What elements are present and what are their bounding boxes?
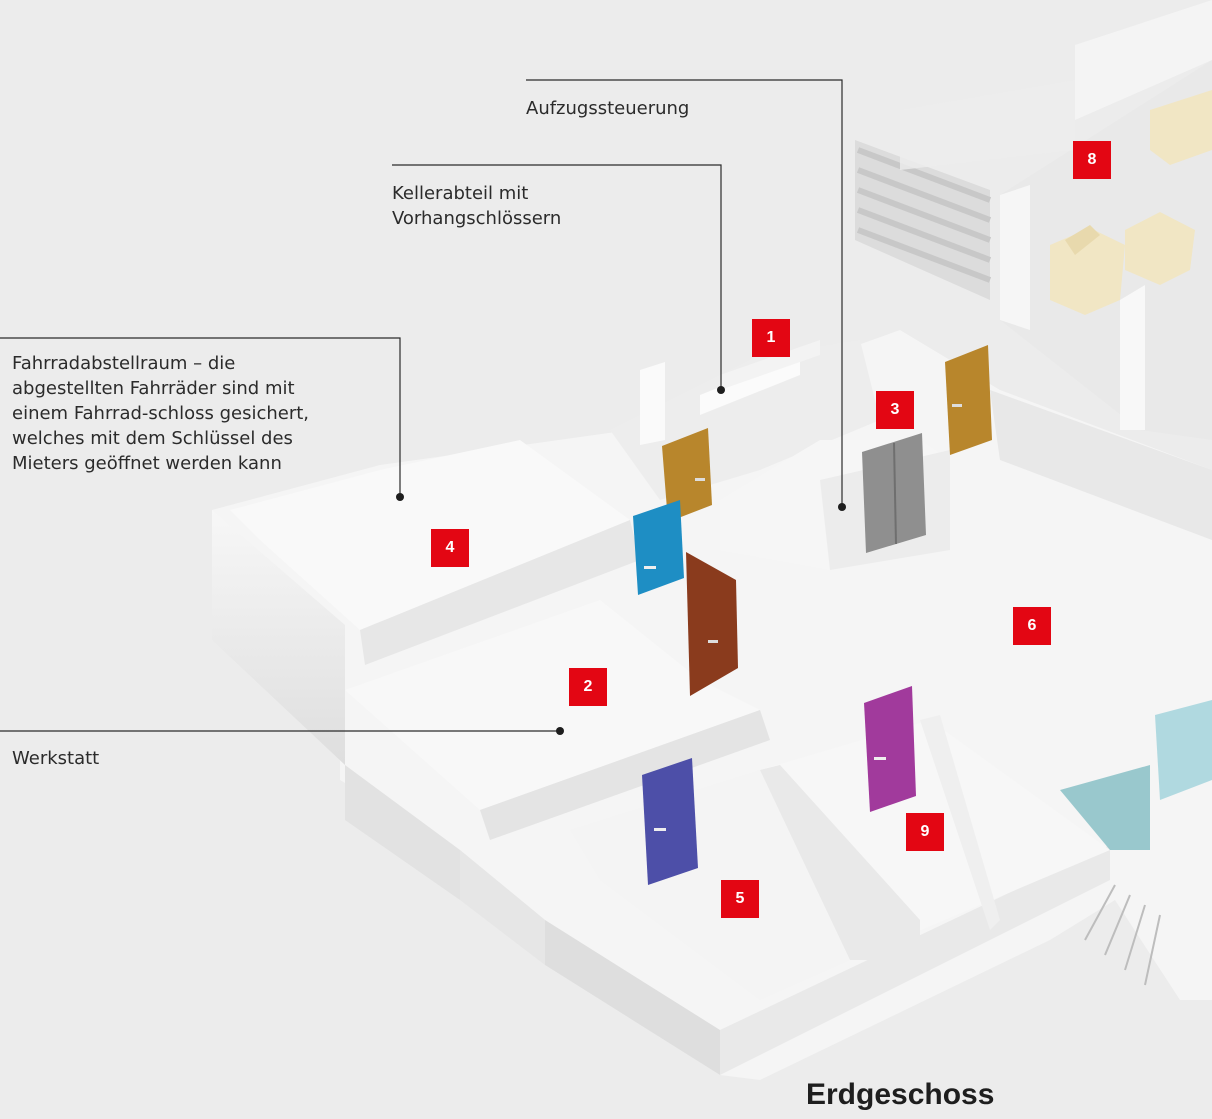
- elevator-doors: [862, 433, 926, 553]
- armchair-2: [1125, 212, 1195, 285]
- badge-8: 8: [1073, 141, 1111, 179]
- door-brown: [686, 552, 738, 696]
- badge-4: 4: [431, 529, 469, 567]
- floor-title: Erdgeschoss: [806, 1078, 995, 1111]
- badge-5: 5: [721, 880, 759, 918]
- door-wood-right: [945, 345, 992, 455]
- badge-6: 6: [1013, 607, 1051, 645]
- upper-floor-apartment: [855, 0, 1212, 440]
- door-magenta: [864, 686, 916, 812]
- ground-floor-structure: [212, 330, 1212, 1080]
- door-blue: [633, 500, 684, 595]
- label-elevator-control: Aufzugssteuerung: [526, 98, 690, 119]
- armchair-1: [1050, 225, 1125, 315]
- door-purple: [642, 758, 698, 885]
- door-wood-storage: [662, 428, 712, 522]
- callout-lines: [0, 79, 843, 732]
- sofa: [1150, 90, 1212, 165]
- badge-9: 9: [906, 813, 944, 851]
- label-cellar-compartment: Kellerabteil mit Vorhangschlössern: [392, 183, 562, 229]
- label-bike-storage: Fahrradabstellraum – die abgestellten Fa…: [12, 353, 309, 474]
- badge-2: 2: [569, 668, 607, 706]
- badge-3: 3: [876, 391, 914, 429]
- badge-1: 1: [752, 319, 790, 357]
- callout-dots: [396, 386, 846, 735]
- label-workshop: Werkstatt: [12, 748, 100, 769]
